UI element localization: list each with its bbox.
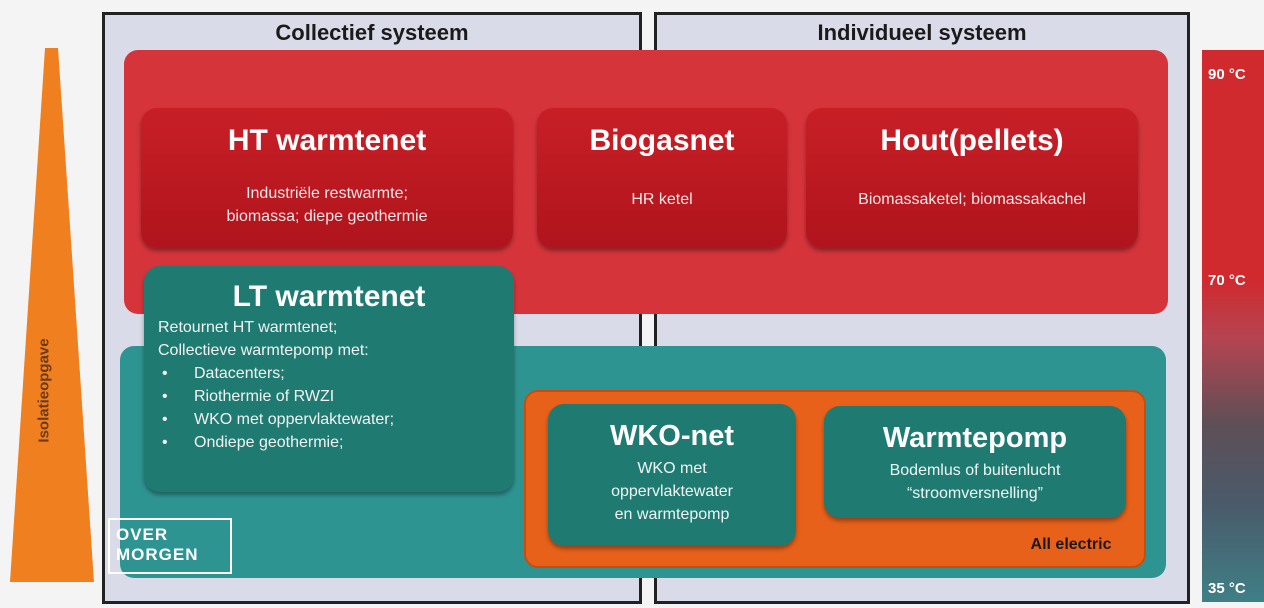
hout-pellets-card: Hout(pellets) Biomassaketel; biomassakac… <box>806 108 1138 248</box>
hout-pellets-description: Biomassaketel; biomassakachel <box>858 191 1086 208</box>
isolation-label-text: Isolatieopgave <box>35 337 53 443</box>
hout-pellets-title: Hout(pellets) <box>880 124 1064 157</box>
lt-warmtenet-description: Retournet HT warmtenet; Collectieve warm… <box>158 316 514 454</box>
warmtepomp-line-2: “stroomversnelling” <box>906 485 1044 502</box>
lt-warmtenet-title: LT warmtenet <box>232 280 426 313</box>
warmtepomp-line-1: Bodemlus of buitenlucht <box>889 462 1061 479</box>
ht-warmtenet-description: Industriële restwarmte; biomassa; diepe … <box>141 182 513 228</box>
wko-line-2: oppervlaktewater <box>611 483 733 500</box>
ht-line-2: biomassa; diepe geothermie <box>226 208 428 225</box>
wko-net-description: WKO met oppervlaktewater en warmtepomp <box>548 457 796 526</box>
list-item: Ondiepe geothermie; <box>158 431 514 454</box>
biogasnet-title: Biogasnet <box>589 124 735 157</box>
temperature-label-35: 35 °C <box>1208 580 1246 597</box>
overmorgen-logo: OVER MORGEN <box>108 518 232 574</box>
ht-warmtenet-title: HT warmtenet <box>227 124 427 157</box>
ht-warmtenet-card: HT warmtenet Industriële restwarmte; bio… <box>141 108 513 248</box>
collective-system-title: Collectief systeem <box>275 20 469 45</box>
list-item: WKO met oppervlaktewater; <box>158 408 514 431</box>
biogasnet-description: HR ketel <box>631 191 693 208</box>
warmtepomp-description: Bodemlus of buitenlucht “stroomversnelli… <box>824 459 1126 505</box>
list-item: Riothermie of RWZI <box>158 385 514 408</box>
temperature-label-70: 70 °C <box>1208 272 1246 289</box>
wko-line-3: en warmtepomp <box>614 506 730 523</box>
temperature-label-90: 90 °C <box>1208 66 1246 83</box>
warmtepomp-title: Warmtepomp <box>882 422 1068 454</box>
isolation-label: Isolatieopgave <box>24 315 64 465</box>
list-item-text: Riothermie of RWZI <box>194 388 335 405</box>
logo-line-2: MORGEN <box>116 545 199 564</box>
lt-line-1: Retournet HT warmtenet; <box>158 319 338 336</box>
wko-line-1: WKO met <box>637 460 707 477</box>
lt-warmtenet-card: LT warmtenet Retournet HT warmtenet; Col… <box>144 266 514 492</box>
wko-net-card: WKO-net WKO met oppervlaktewater en warm… <box>548 404 796 546</box>
individual-system-title: Individueel systeem <box>817 20 1027 45</box>
wko-net-title: WKO-net <box>609 420 735 452</box>
biogasnet-card: Biogasnet HR ketel <box>537 108 787 248</box>
all-electric-label: All electric <box>1030 536 1112 553</box>
lt-source-list: Datacenters; Riothermie of RWZI WKO met … <box>158 362 514 454</box>
temperature-scale <box>1202 50 1264 602</box>
ht-line-1: Industriële restwarmte; <box>246 185 408 202</box>
list-item: Datacenters; <box>158 362 514 385</box>
isolation-triangle <box>10 48 94 582</box>
lt-line-2: Collectieve warmtepomp met: <box>158 342 369 359</box>
warmtepomp-card: Warmtepomp Bodemlus of buitenlucht “stro… <box>824 406 1126 518</box>
logo-line-1: OVER <box>116 525 169 544</box>
